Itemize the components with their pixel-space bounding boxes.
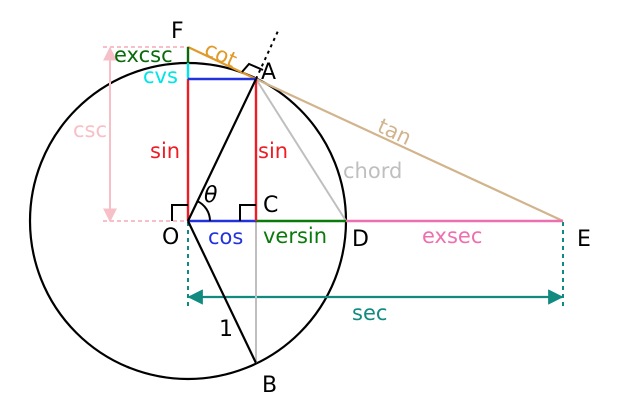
radius-oa (187, 78, 257, 222)
chord-segment (255, 78, 347, 222)
right-angle-mark-a (241, 62, 264, 73)
label-exsec: exsec (422, 224, 482, 248)
label-sin-left: sin (150, 139, 180, 163)
label-tan: tan (374, 114, 415, 150)
label-cos: cos (208, 225, 243, 249)
label-cot: cot (201, 37, 241, 73)
label-excsc: excsc (114, 43, 173, 67)
point-label-a: A (261, 60, 276, 85)
cot-segment (187, 46, 257, 80)
right-angle-mark-o (171, 204, 188, 221)
radius-ob (187, 220, 257, 364)
label-versin: versin (263, 224, 327, 248)
point-label-f: F (171, 19, 184, 44)
angle-theta-arc (196, 200, 211, 222)
point-label-o: O (162, 225, 179, 250)
label-sec: sec (352, 301, 387, 325)
right-angle-mark-c (239, 204, 256, 221)
radius-extension-dotted (255, 30, 279, 80)
label-chord: chord (343, 159, 402, 183)
label-sin-right: sin (258, 139, 288, 163)
tan-segment (255, 78, 564, 222)
point-label-c: C (263, 193, 278, 218)
point-label-b: B (262, 373, 277, 398)
point-label-d: D (352, 227, 369, 252)
angle-label-theta: θ (204, 183, 218, 208)
point-label-e: E (577, 227, 591, 252)
radius-label: 1 (219, 317, 233, 342)
label-csc: csc (73, 118, 107, 142)
label-cvs: cvs (143, 64, 178, 88)
